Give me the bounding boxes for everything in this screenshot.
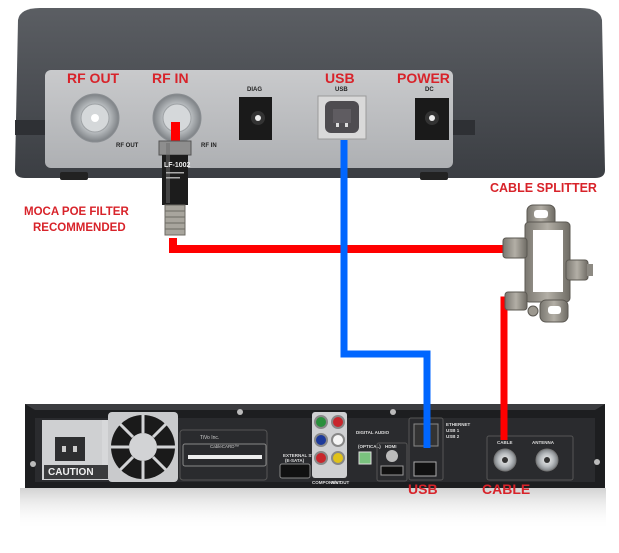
label-rf-out: RF OUT	[67, 70, 120, 86]
ethernet-print: ETHERNET	[446, 422, 471, 427]
tivo-dvr: CAUTION TiVo Inc. CableCARD™	[20, 404, 606, 530]
rf-in-port	[152, 93, 202, 143]
moca-poe-filter: LF-1002	[158, 122, 192, 236]
optical-print: (OPTICAL)	[358, 444, 381, 449]
hdmi-port: HDMI	[376, 442, 408, 482]
dvr-usb-port	[413, 461, 437, 477]
digital-audio-print: DIGITAL AUDIO	[356, 430, 390, 435]
hdmi-print: HDMI	[385, 444, 397, 449]
component-print: COMPONENT	[312, 480, 342, 485]
print-dc: DC	[425, 87, 434, 93]
antenna-print: ANTENNA	[532, 440, 555, 445]
label-rf-in: RF IN	[152, 70, 189, 86]
coax-inputs: CABLE ANTENNA	[486, 435, 574, 481]
filter-label-line2: RECOMMENDED	[33, 222, 126, 234]
esata-print: (E-SATA)	[285, 458, 305, 463]
label-cable: CABLE	[482, 481, 530, 497]
cable-splitter	[502, 204, 593, 323]
filter-part-number: LF-1002	[164, 162, 191, 169]
av-out-print: A/V OUT	[331, 480, 350, 485]
usb-b-port	[317, 95, 367, 140]
optical-port: DIGITAL AUDIO (OPTICAL)	[356, 430, 390, 465]
fan-grille	[108, 412, 178, 482]
coax-wire-filter-to-splitter	[169, 238, 503, 253]
dc-power-port	[415, 98, 449, 140]
moca-adapter: RF OUT RF IN DIAG USB DC RF OUT RF IN US…	[15, 8, 605, 180]
cablecard-area: TiVo Inc. CableCARD™	[179, 429, 268, 481]
diag-port	[239, 97, 272, 140]
print-usb: USB	[335, 87, 348, 93]
rf-in-coax-stub	[171, 122, 180, 142]
component-av-jacks: COMPONENT A/V OUT	[312, 412, 350, 485]
filter-label-line1: MOCA POE FILTER	[24, 206, 129, 218]
cable-port-print: CABLE	[497, 440, 513, 445]
cablecard-slot	[188, 455, 262, 459]
external-storage-print: EXTERNAL STORAGE	[283, 453, 331, 458]
print-rf-in: RF IN	[201, 143, 217, 149]
usb2-print: USB 2	[446, 434, 460, 439]
caution-text: CAUTION	[48, 467, 94, 478]
splitter-label: CABLE SPLITTER	[490, 181, 597, 195]
usb-cable	[340, 140, 431, 448]
wires	[169, 140, 514, 448]
esata-port: EXTERNAL STORAGE (E-SATA)	[279, 453, 331, 479]
rf-out-port	[70, 93, 120, 143]
label-usb-dvr: USB	[408, 481, 438, 497]
print-diag: DIAG	[247, 87, 262, 93]
dvr-reflection	[20, 488, 606, 530]
brand-print: TiVo Inc.	[200, 435, 219, 441]
label-power: POWER	[397, 70, 450, 86]
cablecard-print: CableCARD™	[210, 444, 239, 449]
usb1-print: USB 1	[446, 428, 460, 433]
print-rf-out: RF OUT	[116, 143, 139, 149]
label-usb-modem: USB	[325, 70, 355, 86]
